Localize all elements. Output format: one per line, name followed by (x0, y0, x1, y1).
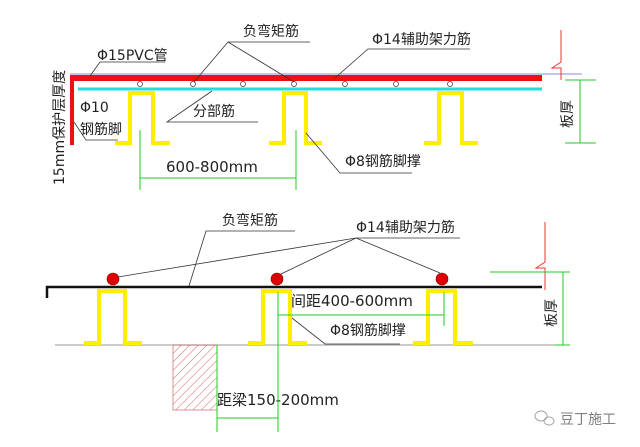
bar-circle (393, 81, 399, 87)
bottom-section: 负弯矩筋 Φ14辅助架力筋 间距400-600mm Φ8钢筋脚撑 距梁150-2… (45, 212, 570, 432)
break-line (550, 30, 562, 80)
steel-chair (413, 289, 473, 345)
leg-leader (73, 121, 118, 141)
spacing-dimension (139, 130, 297, 190)
steel-chair (115, 91, 170, 145)
chair-leader (305, 132, 412, 174)
thickness-label: 板厚 (560, 100, 576, 128)
bar-circle (342, 81, 348, 87)
top-rebar-line (45, 285, 542, 298)
steel-chair (84, 289, 142, 345)
dist-bar-label: 分部筋 (193, 103, 235, 120)
aux-bar-leader (117, 237, 460, 278)
aux-bar-label: Φ14辅助架力筋 (372, 31, 471, 48)
bar-circle (447, 81, 453, 87)
spacing-dimension (277, 292, 445, 360)
bar-circle (190, 81, 196, 87)
spacing-label: 间距400-600mm (291, 292, 413, 310)
leg-label: 钢筋脚 (80, 121, 122, 138)
chair-leader (291, 317, 400, 345)
bar-circle (291, 81, 297, 87)
steel-chair (424, 91, 478, 145)
neg-moment-leader (188, 230, 295, 287)
steel-chair (269, 91, 322, 145)
thickness-dimension (565, 79, 596, 144)
pvc-label: Φ15PVC管 (97, 48, 168, 64)
aux-bar-dot (270, 272, 284, 286)
bar-circle (137, 81, 143, 87)
neg-moment-label: 负弯矩筋 (222, 212, 278, 229)
neg-moment-leader (193, 41, 310, 83)
wechat-icon (534, 410, 555, 426)
top-section: Φ15PVC管 负弯矩筋 Φ14辅助架力筋 15mm保护层厚度 Φ10 钢筋脚 … (52, 23, 596, 190)
spacing-label: 600-800mm (166, 158, 258, 176)
bar-circle (240, 81, 246, 87)
pvc-pipe-bar (70, 75, 542, 81)
neg-moment-label: 负弯矩筋 (243, 23, 299, 40)
phi10-label: Φ10 (80, 100, 109, 116)
watermark-text: 豆丁施工 (560, 412, 616, 428)
dist-bar-leader (165, 90, 258, 123)
bar-circles (137, 81, 453, 87)
chair-label: Φ8钢筋脚撑 (330, 322, 406, 339)
steel-chair (248, 289, 307, 345)
pvc-leader (89, 61, 165, 77)
aux-bar-label: Φ14辅助架力筋 (356, 219, 455, 236)
thickness-label: 板厚 (544, 299, 560, 327)
aux-bar-dot (435, 272, 449, 286)
thickness-dimension (490, 271, 570, 346)
beam-distance-dimension (216, 345, 279, 432)
cover-label: 15mm保护层厚度 (52, 70, 68, 185)
pvc-pipe-vertical (70, 75, 74, 145)
break-line (534, 222, 546, 290)
chair-label: Φ8钢筋脚撑 (345, 153, 421, 170)
aux-bar-dot (106, 272, 120, 286)
aux-bar-leader (334, 48, 470, 79)
beam (172, 344, 218, 411)
watermark: 豆丁施工 (534, 410, 616, 428)
